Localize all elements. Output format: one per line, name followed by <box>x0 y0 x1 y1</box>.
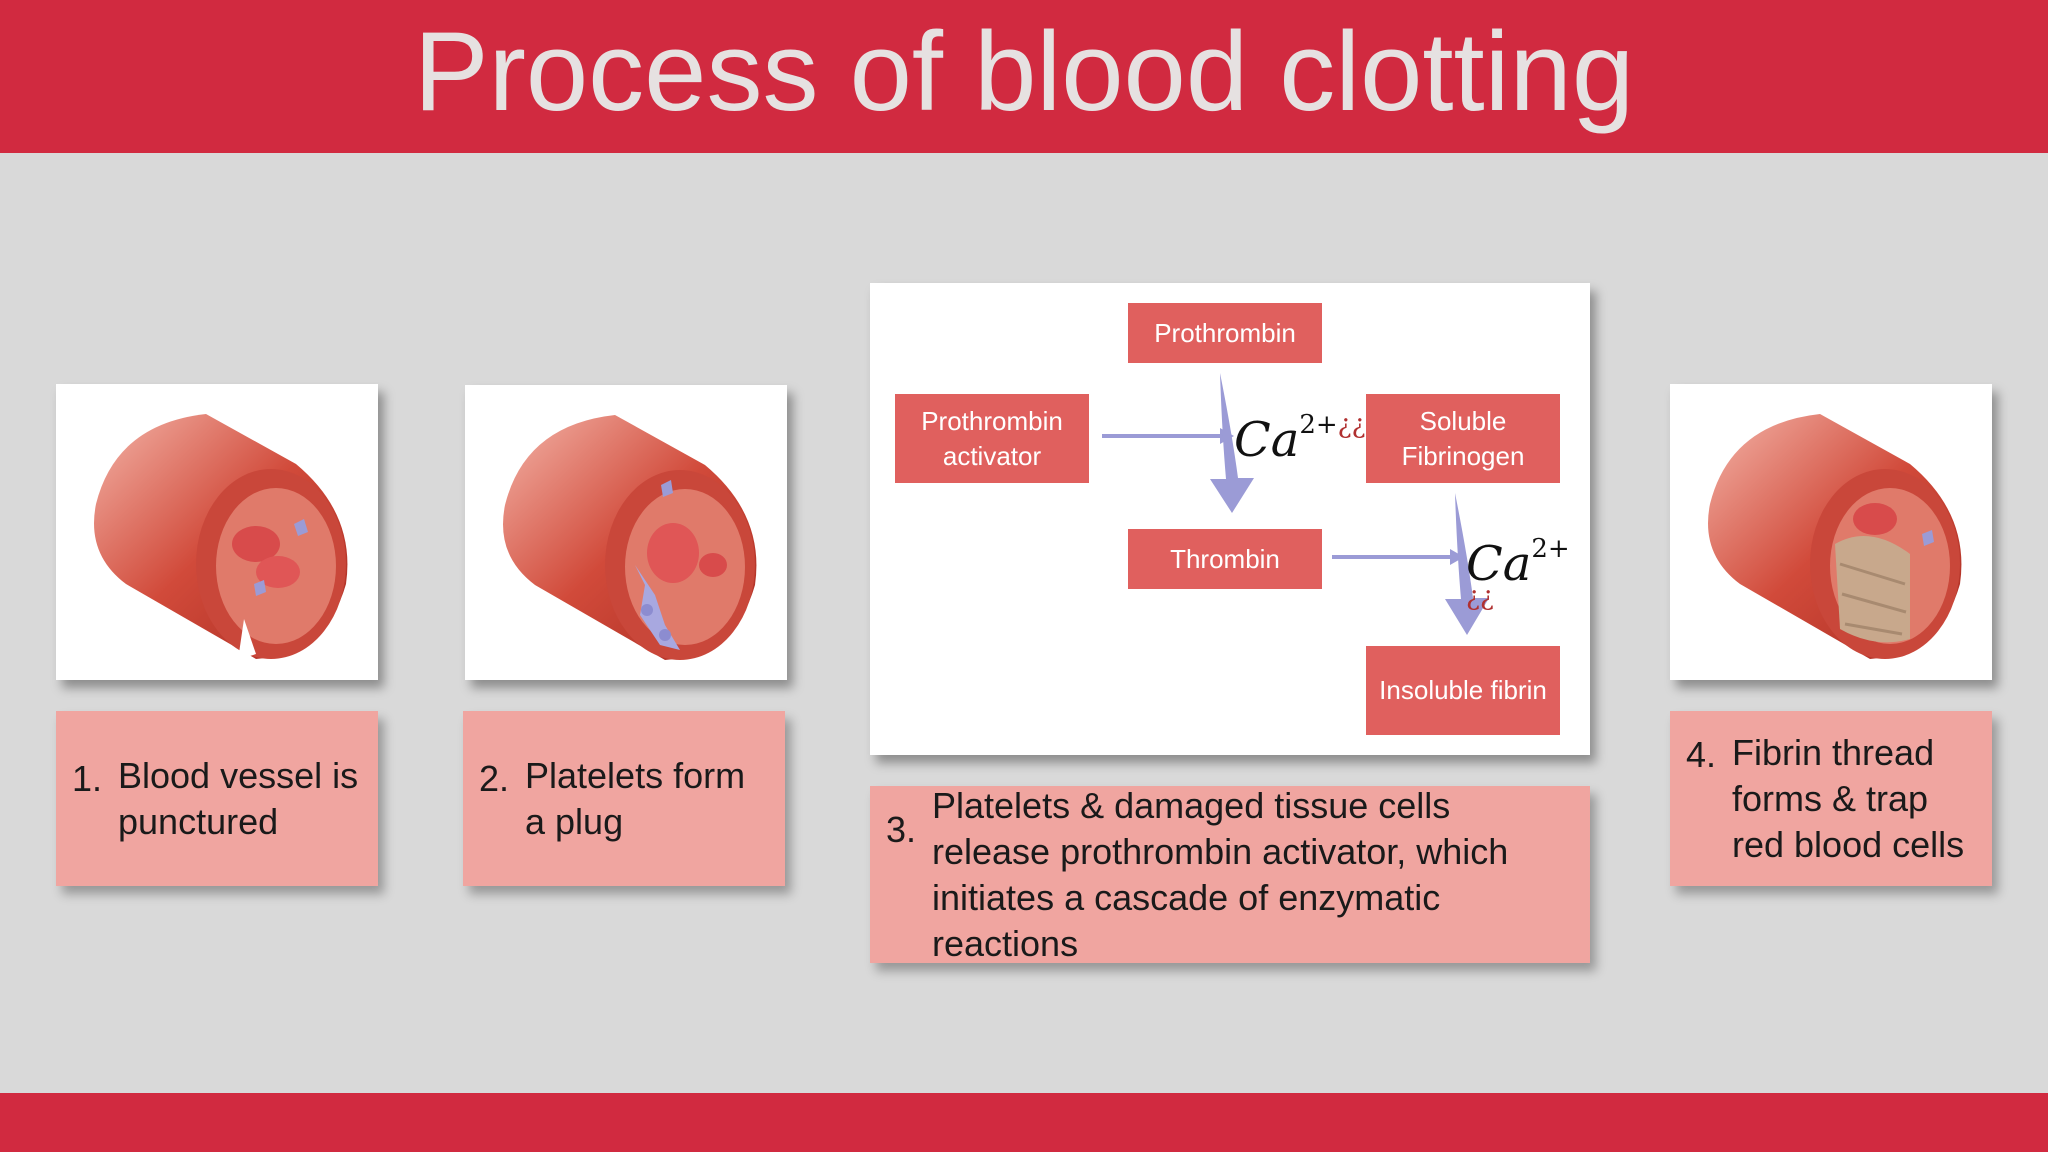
punctured-vessel-image <box>56 384 378 680</box>
platelet-plug-image <box>465 385 787 680</box>
fibrin-clot-image <box>1670 384 1992 680</box>
vessel-illustration-4 <box>1708 414 1962 659</box>
step-number: 3. <box>886 809 917 850</box>
step-2-caption: 2. Platelets form a plug <box>463 711 785 886</box>
soluble-fibrinogen-box: Soluble Fibrinogen <box>1366 394 1560 483</box>
step-text: Blood vessel is punctured <box>118 754 359 842</box>
step-number: 4. <box>1686 734 1717 775</box>
step-1-caption: 1. Blood vessel is punctured <box>56 711 378 886</box>
ca-artifact: ¿¿ <box>1337 410 1366 440</box>
step-text: Platelets & damaged tissue cells release… <box>932 784 1509 964</box>
step-number: 2. <box>479 758 510 799</box>
arrow-head-activator <box>1220 428 1234 444</box>
calcium-ion-label-2: Ca2+ ¿¿ <box>1466 536 1590 636</box>
calcium-ion-label-1: Ca2+¿¿ <box>1234 412 1366 464</box>
step-4-caption: 4. Fibrin thread forms & trap red blood … <box>1670 711 1992 886</box>
step-text: Fibrin thread forms & trap red blood cel… <box>1732 731 1965 865</box>
vessel-illustration-2 <box>503 415 757 660</box>
ca-symbol: Ca <box>1234 412 1300 468</box>
ca-symbol: Ca <box>1466 536 1532 592</box>
thrombin-box: Thrombin <box>1128 529 1322 589</box>
step-number: 1. <box>72 758 103 799</box>
prothrombin-activator-box: Prothrombin activator <box>895 394 1089 483</box>
ca-charge: 2+ <box>1299 410 1338 440</box>
insoluble-fibrin-box: Insoluble fibrin <box>1366 646 1560 735</box>
prothrombin-box: Prothrombin <box>1128 303 1322 363</box>
clotting-cascade-diagram: Prothrombin Prothrombin activator Solubl… <box>870 283 1590 755</box>
page-title: Process of blood clotting <box>413 8 1635 134</box>
arrow-head-thrombin <box>1450 549 1464 565</box>
title-banner <box>0 0 2048 153</box>
vessel-illustration-1 <box>94 414 348 660</box>
footer-banner <box>0 1093 2048 1152</box>
ca-artifact: ¿¿ <box>1466 582 1494 612</box>
step-text: Platelets form a plug <box>525 754 746 842</box>
step-3-caption: 3. Platelets & damaged tissue cells rele… <box>870 785 1590 964</box>
ca-charge: 2+ <box>1531 534 1570 564</box>
